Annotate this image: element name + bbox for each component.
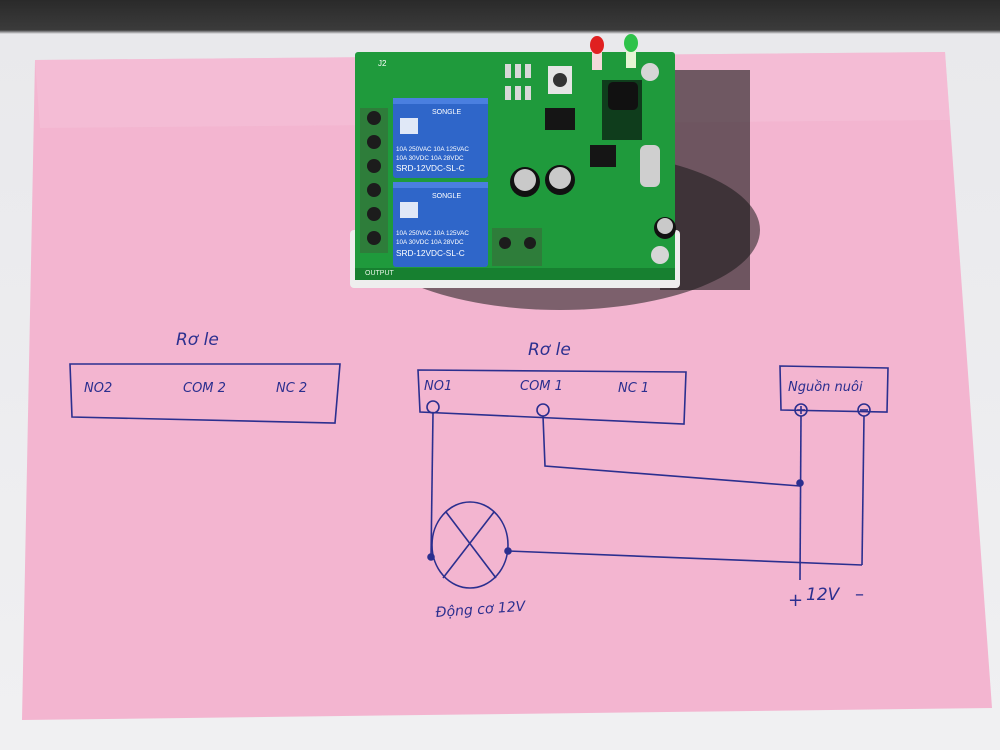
voltage-value: 12V — [806, 585, 841, 605]
wire-no1-to-motor — [430, 412, 434, 559]
ic-chip — [590, 145, 616, 167]
voltage-minus: – — [855, 584, 864, 605]
wire-motor-to-minus — [507, 550, 863, 566]
relay1-pin-com: COM 1 — [520, 379, 563, 394]
power-label: Nguồn nuôi — [788, 380, 863, 395]
pcb-edge — [355, 268, 675, 280]
relay2-pin-nc: NC 2 — [276, 381, 307, 396]
crystal-icon — [640, 145, 660, 187]
terminal-screws — [367, 111, 381, 245]
relay1-pin-no: NO1 — [424, 379, 452, 394]
capacitor-icon — [510, 165, 676, 239]
motor-label: Động cơ 12V — [435, 599, 527, 621]
svg-text:SRD-12VDC-SL-C: SRD-12VDC-SL-C — [396, 163, 465, 173]
diagram-labels: Rơ le NO2 COM 2 NC 2 Rơ le NO1 COM 1 NC … — [84, 330, 864, 621]
svg-text:10A 30VDC 10A 28VDC: 10A 30VDC 10A 28VDC — [396, 155, 464, 162]
relay2-pin-no: NO2 — [84, 381, 112, 396]
relay1-pin-nc: NC 1 — [618, 381, 649, 396]
wire-plus-down — [799, 415, 802, 581]
motor-cross-icon — [431, 501, 509, 589]
led-green-icon — [624, 34, 638, 68]
label-j2: J2 — [378, 59, 387, 68]
svg-text:10A 30VDC 10A 28VDC: 10A 30VDC 10A 28VDC — [396, 239, 464, 246]
mount-hole — [641, 63, 659, 81]
voltage-plus: + — [788, 590, 803, 611]
terminal-block-power — [492, 228, 542, 266]
coil — [608, 82, 638, 110]
relay1-box — [417, 369, 687, 425]
relay2-title: Rơ le — [176, 330, 219, 350]
relay2-box — [69, 363, 341, 424]
svg-text:SONGLE: SONGLE — [432, 193, 462, 200]
mount-hole-2 — [651, 246, 669, 264]
svg-text:SRD-12VDC-SL-C: SRD-12VDC-SL-C — [396, 248, 465, 258]
svg-text:SONGLE: SONGLE — [432, 109, 462, 116]
relay-2: SONGLE 10A 250VAC 10A 125VAC 10A 30VDC 1… — [393, 182, 488, 267]
wiring-diagram — [69, 363, 889, 589]
relay2-pin-com: COM 2 — [183, 381, 226, 396]
relay-board: J2 OUTPUT SONGLE 10A 250VAC 10A 125VAC 1… — [355, 34, 676, 280]
wire-com1-to-plus — [542, 415, 801, 487]
resistor-row — [505, 64, 531, 100]
power-box — [779, 365, 889, 413]
relay1-title: Rơ le — [528, 340, 571, 360]
svg-text:10A 250VAC 10A 125VAC: 10A 250VAC 10A 125VAC — [396, 230, 469, 237]
label-output: OUTPUT — [365, 270, 395, 277]
relay-1: SONGLE 10A 250VAC 10A 125VAC 10A 30VDC 1… — [393, 98, 488, 178]
svg-text:10A 250VAC 10A 125VAC: 10A 250VAC 10A 125VAC — [396, 146, 469, 153]
terminal-block-left — [360, 108, 388, 253]
ic-chip-2 — [545, 108, 575, 130]
led-red-icon — [590, 36, 604, 70]
wire-minus-down — [861, 415, 865, 566]
